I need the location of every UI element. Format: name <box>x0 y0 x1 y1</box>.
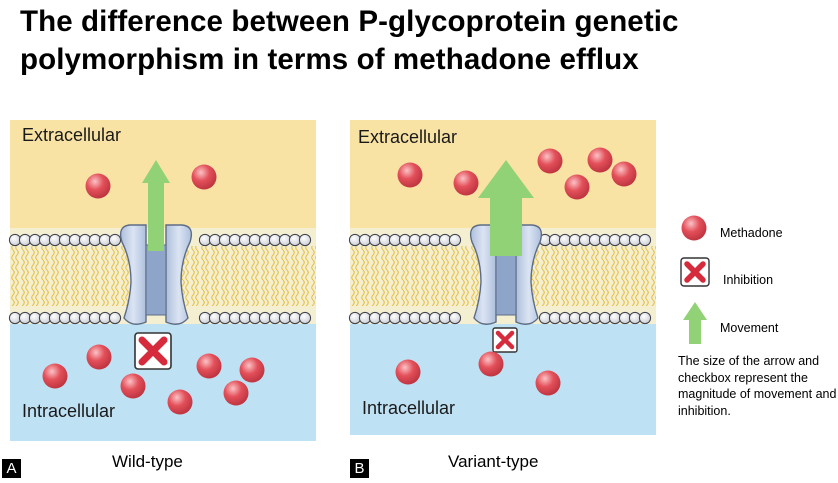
lipid-heads-outer <box>348 233 652 247</box>
methadone-molecule <box>167 389 193 415</box>
legend-movement-label: Movement <box>720 321 779 335</box>
figure-title: The difference between P-glycoprotein ge… <box>20 3 830 79</box>
methadone-molecule <box>223 380 249 406</box>
inhibition-checkbox <box>134 332 172 370</box>
methadone-molecule <box>397 162 423 188</box>
lipid-head <box>448 311 462 325</box>
lipid-heads-inner <box>8 311 312 325</box>
methadone-molecule <box>611 161 637 187</box>
figure-title-line-2: polymorphism in terms of methadone efflu… <box>20 43 639 76</box>
legend-icons <box>680 215 710 344</box>
methadone-molecule <box>587 147 613 173</box>
methadone-molecule <box>196 353 222 379</box>
panel-letter-a: A <box>2 459 21 478</box>
lipid-head <box>108 233 122 247</box>
panel-letter-b: B <box>350 459 369 478</box>
lipid-head <box>298 233 312 247</box>
lipid-head <box>298 311 312 325</box>
lipid-head <box>108 311 122 325</box>
methadone-molecule <box>239 357 265 383</box>
lipid-heads-outer <box>8 233 312 247</box>
lipid-head <box>638 311 652 325</box>
movement-arrow <box>142 160 170 251</box>
methadone-molecule <box>85 173 111 199</box>
intracellular-label: Intracellular <box>22 401 116 421</box>
methadone-molecule <box>395 359 421 385</box>
legend-inhibition-label: Inhibition <box>723 273 774 287</box>
methadone-molecule <box>478 351 504 377</box>
panel-a-caption: Wild-type <box>112 452 183 471</box>
methadone-molecules <box>42 147 637 415</box>
methadone-molecule <box>535 370 561 396</box>
p-glycoprotein-transporter <box>119 224 193 325</box>
p-glycoprotein-transporter <box>469 224 543 325</box>
movement-legend-icon <box>683 302 707 344</box>
extracellular-label: Extracellular <box>358 127 458 147</box>
lipid-head <box>638 233 652 247</box>
methadone-molecule <box>42 363 68 389</box>
methadone-legend-icon <box>681 215 707 241</box>
inhibition-legend-icon <box>680 257 710 287</box>
panel-b-caption: Variant-type <box>448 452 539 471</box>
methadone-molecule <box>564 174 590 200</box>
methadone-molecule <box>86 344 112 370</box>
movement-arrow <box>478 160 534 256</box>
methadone-molecule <box>537 148 563 174</box>
methadone-molecule <box>191 164 217 190</box>
extracellular-label: Extracellular <box>22 125 122 145</box>
inhibition-checkbox <box>492 327 518 353</box>
lipid-heads-inner <box>348 311 652 325</box>
methadone-molecule <box>120 373 146 399</box>
legend-methadone-label: Methadone <box>720 226 783 240</box>
lipid-head <box>448 233 462 247</box>
methadone-molecule <box>453 170 479 196</box>
figure-title-line-1: The difference between P-glycoprotein ge… <box>20 5 679 38</box>
intracellular-label: Intracellular <box>362 398 456 418</box>
legend-note: The size of the arrow and checkbox repre… <box>678 354 837 418</box>
